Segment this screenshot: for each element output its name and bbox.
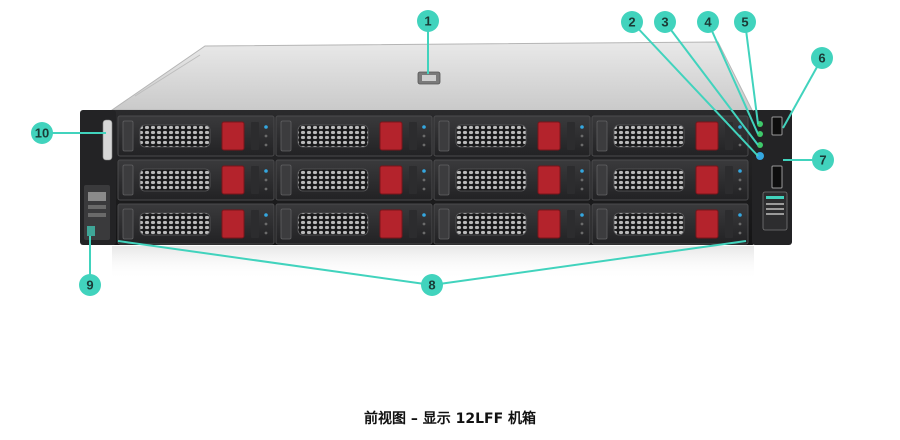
uid-button-led-icon: [757, 142, 763, 148]
callout-marker-6: 6: [811, 47, 833, 69]
drive-release-latch[interactable]: [221, 165, 245, 195]
drive-release-latch[interactable]: [695, 165, 719, 195]
callout-number: 4: [704, 15, 712, 30]
drive-carrier-icon[interactable]: [117, 203, 275, 245]
chassis-top-seam: [134, 54, 201, 97]
callout-marker-7: 7: [812, 149, 834, 171]
drive-activity-led-icon: [738, 125, 742, 129]
drive-activity-led-icon: [264, 213, 268, 217]
drive-activity-led-icon: [580, 169, 584, 173]
drive-carrier-icon[interactable]: [275, 159, 433, 201]
pull-tab-icon: [102, 119, 113, 161]
drive-bay-grid: [117, 115, 749, 245]
callout-leader-line: [782, 57, 823, 129]
drive-release-latch[interactable]: [221, 121, 245, 151]
callout-number: 7: [819, 153, 826, 168]
callout-number: 3: [661, 15, 668, 30]
drive-activity-led-icon: [580, 125, 584, 129]
callout-leader-line: [631, 21, 759, 157]
callout-marker-4: 4: [697, 11, 719, 33]
ilo-service-port-icon: [771, 116, 783, 136]
callout-markers: 1 2 3 4 5 6 7 8 9 10: [31, 10, 834, 296]
callout-number: 5: [741, 15, 748, 30]
left-rack-ear: [80, 110, 116, 245]
serial-number-pull-tab-icon: [762, 191, 788, 231]
drive-carrier-icon[interactable]: [591, 115, 749, 157]
drive-carrier-icon[interactable]: [117, 115, 275, 157]
drive-release-latch[interactable]: [537, 121, 561, 151]
drive-activity-led-icon: [422, 169, 426, 173]
drive-release-latch[interactable]: [379, 121, 403, 151]
drive-activity-led-icon: [264, 169, 268, 173]
right-rack-ear: [752, 110, 792, 245]
drive-carrier-icon[interactable]: [275, 115, 433, 157]
callout-leader-line: [707, 21, 759, 135]
drive-release-latch[interactable]: [537, 165, 561, 195]
server-front-view-diagram: 1 2 3 4 5 6 7 8 9 10: [31, 10, 834, 296]
drive-activity-led-icon: [264, 125, 268, 129]
nic-status-led-icon: [757, 131, 763, 137]
figure-caption: 前视图 – 显示 12LFF 机箱: [363, 411, 537, 427]
callout-leader-line: [117, 240, 433, 286]
callout-leader-line: [664, 21, 759, 146]
callout-number: 8: [428, 278, 435, 293]
drive-carrier-icon[interactable]: [433, 115, 591, 157]
callout-marker-5: 5: [734, 11, 756, 33]
callout-number: 1: [424, 14, 431, 29]
drive-activity-led-icon: [422, 125, 426, 129]
callout-marker-3: 3: [654, 11, 676, 33]
callout-number: 10: [35, 126, 49, 141]
callout-number: 2: [628, 15, 635, 30]
callout-leader-line: [744, 21, 759, 125]
callout-marker-2: 2: [621, 11, 643, 33]
callout-marker-10: 10: [31, 122, 53, 144]
drive-activity-led-icon: [422, 213, 426, 217]
power-button-icon: [756, 152, 764, 160]
drive-activity-led-icon: [738, 169, 742, 173]
drive-carrier-icon[interactable]: [591, 159, 749, 201]
callout-marker-9: 9: [79, 274, 101, 296]
drive-release-latch[interactable]: [221, 209, 245, 239]
drive-activity-led-icon: [580, 213, 584, 217]
callout-leader-line: [431, 240, 747, 286]
callout-number: 9: [86, 278, 93, 293]
drive-release-latch[interactable]: [537, 209, 561, 239]
drive-release-latch[interactable]: [379, 165, 403, 195]
usb-port-icon: [771, 165, 783, 189]
drive-carrier-icon[interactable]: [591, 203, 749, 245]
drive-release-latch[interactable]: [695, 209, 719, 239]
callout-number: 6: [818, 51, 825, 66]
drive-activity-led-icon: [738, 213, 742, 217]
drive-release-latch[interactable]: [379, 209, 403, 239]
drive-carrier-icon[interactable]: [433, 159, 591, 201]
callout-marker-8: 8: [421, 274, 443, 296]
drive-carrier-icon[interactable]: [117, 159, 275, 201]
callout-marker-1: 1: [417, 10, 439, 32]
drive-release-latch[interactable]: [695, 121, 719, 151]
drive-carrier-icon[interactable]: [275, 203, 433, 245]
drive-carrier-icon[interactable]: [433, 203, 591, 245]
